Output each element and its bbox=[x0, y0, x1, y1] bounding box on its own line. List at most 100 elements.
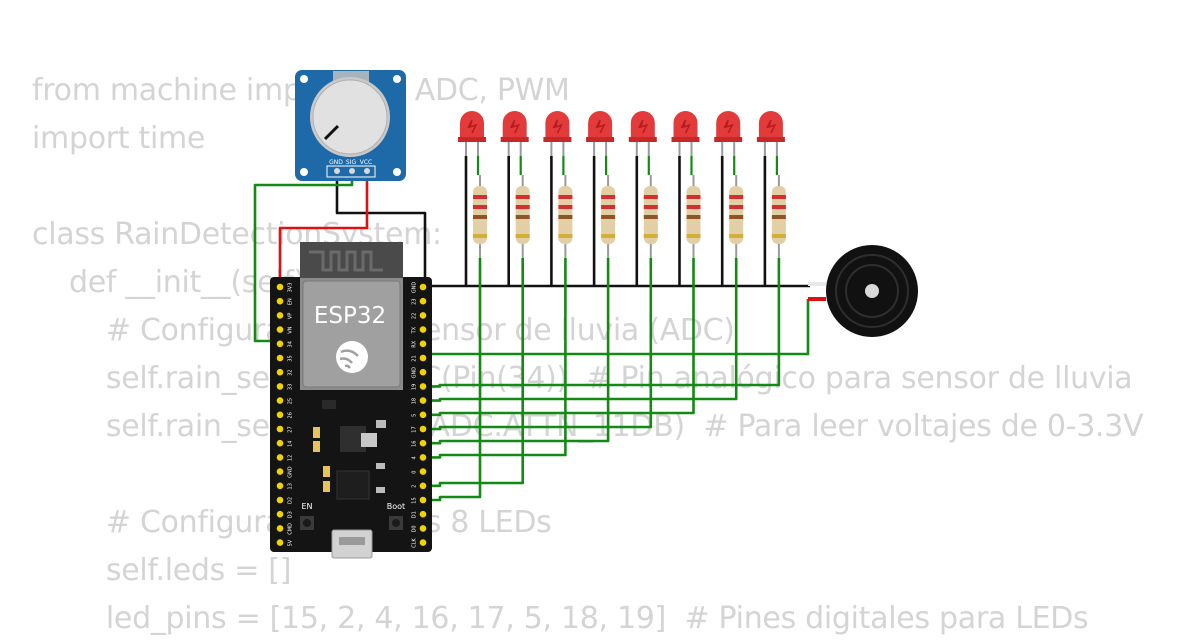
pin-21[interactable] bbox=[419, 354, 427, 362]
resistor[interactable] bbox=[643, 175, 658, 258]
pot-pin-label: GND bbox=[329, 159, 343, 166]
led-glint bbox=[467, 119, 478, 134]
pin-2[interactable] bbox=[419, 482, 427, 490]
resistor[interactable] bbox=[686, 175, 701, 258]
led[interactable] bbox=[458, 111, 486, 156]
buzzer[interactable] bbox=[808, 245, 918, 337]
resistor[interactable] bbox=[473, 175, 487, 258]
wire-buzzer-signal[interactable] bbox=[423, 299, 810, 356]
resistor-band bbox=[643, 195, 658, 199]
pin-GND[interactable] bbox=[419, 283, 427, 291]
pin-25[interactable] bbox=[276, 397, 284, 404]
mount-hole bbox=[300, 168, 308, 176]
wire-led-signal[interactable] bbox=[423, 258, 610, 445]
pin-23[interactable] bbox=[419, 297, 427, 305]
pin-27[interactable] bbox=[276, 425, 284, 433]
wire-led-signal[interactable] bbox=[423, 258, 567, 459]
pin-D1[interactable] bbox=[419, 510, 427, 518]
wire-led-signal[interactable] bbox=[423, 258, 781, 388]
pin-5[interactable] bbox=[419, 411, 427, 419]
resistor[interactable] bbox=[558, 175, 573, 258]
wire-led-signal[interactable] bbox=[423, 258, 738, 402]
led-glint bbox=[766, 119, 777, 134]
led[interactable] bbox=[756, 111, 785, 156]
esp32-label: ESP32 bbox=[314, 303, 386, 329]
potentiometer-knob[interactable] bbox=[312, 79, 388, 155]
pin-34[interactable] bbox=[276, 340, 284, 348]
led[interactable] bbox=[628, 111, 657, 156]
espressif-logo bbox=[336, 341, 368, 373]
pin-32[interactable] bbox=[276, 368, 284, 376]
wire-pot-vcc[interactable] bbox=[278, 171, 369, 287]
resistor-band bbox=[643, 205, 658, 209]
led[interactable] bbox=[543, 111, 572, 156]
resistor[interactable] bbox=[601, 175, 616, 258]
esp32-board[interactable]: ESP32 EN Boot 3V3ENVPVN34353233252627141… bbox=[270, 242, 432, 559]
pot-pin[interactable] bbox=[349, 168, 355, 174]
pin-13[interactable] bbox=[276, 482, 284, 490]
potentiometer-module[interactable]: GND SIG VCC bbox=[295, 70, 406, 181]
pin-VP[interactable] bbox=[276, 312, 284, 319]
pin-label: 35 bbox=[288, 355, 294, 361]
led[interactable] bbox=[671, 111, 700, 156]
resistor-band bbox=[686, 195, 701, 199]
pin-D2[interactable] bbox=[276, 496, 284, 504]
wire-led-signal[interactable] bbox=[423, 258, 653, 431]
pin-18[interactable] bbox=[419, 397, 427, 404]
pin-GND[interactable] bbox=[419, 368, 427, 376]
led[interactable] bbox=[714, 111, 743, 156]
pin-TX[interactable] bbox=[419, 326, 427, 333]
pin-12[interactable] bbox=[276, 454, 284, 461]
resistor-band bbox=[771, 205, 786, 209]
pin-CLK[interactable] bbox=[419, 539, 427, 546]
pin-D3[interactable] bbox=[276, 510, 284, 518]
led-glint bbox=[510, 119, 521, 134]
pin-label: CMD bbox=[288, 523, 294, 535]
pin-label: 17 bbox=[412, 426, 418, 432]
pin-RX[interactable] bbox=[419, 340, 427, 348]
wire-led-signal[interactable] bbox=[423, 258, 695, 417]
resistor[interactable] bbox=[515, 175, 530, 258]
pin-4[interactable] bbox=[419, 454, 427, 461]
resistor[interactable] bbox=[729, 175, 744, 258]
pin-EN[interactable] bbox=[276, 297, 284, 305]
mount-hole bbox=[300, 75, 308, 83]
pin-22[interactable] bbox=[419, 312, 427, 319]
smd-part bbox=[376, 463, 385, 469]
espressif-logo-mark bbox=[339, 349, 359, 369]
pot-pin-label: SIG bbox=[346, 159, 357, 166]
resistor[interactable] bbox=[771, 175, 786, 258]
resistor-band bbox=[601, 205, 616, 209]
esp32-module-can bbox=[302, 280, 401, 388]
usb-opening bbox=[339, 537, 365, 545]
pin-VN[interactable] bbox=[276, 326, 284, 333]
led-body bbox=[588, 111, 613, 140]
pin-19[interactable] bbox=[419, 383, 427, 390]
wire-led-signal[interactable] bbox=[423, 258, 525, 488]
wire-led-signal[interactable] bbox=[423, 258, 482, 502]
pin-14[interactable] bbox=[276, 439, 284, 447]
pot-pin[interactable] bbox=[334, 168, 340, 174]
led[interactable] bbox=[500, 111, 529, 156]
pin-33[interactable] bbox=[276, 383, 284, 390]
pin-label: 23 bbox=[412, 299, 418, 305]
pin-3V3[interactable] bbox=[276, 283, 284, 291]
pin-label: 32 bbox=[288, 370, 294, 376]
pin-5V[interactable] bbox=[276, 539, 284, 546]
pin-17[interactable] bbox=[419, 425, 427, 433]
pot-pin[interactable] bbox=[364, 168, 370, 174]
pin-GND[interactable] bbox=[276, 468, 284, 475]
pin-15[interactable] bbox=[419, 496, 427, 504]
wire-pot-gnd[interactable] bbox=[335, 171, 427, 287]
pin-26[interactable] bbox=[276, 411, 284, 419]
led[interactable] bbox=[586, 111, 615, 156]
resistor-band bbox=[601, 215, 616, 219]
pin-0[interactable] bbox=[419, 468, 427, 475]
pin-label: VP bbox=[288, 313, 294, 319]
pin-35[interactable] bbox=[276, 354, 284, 362]
resistor-band bbox=[686, 205, 701, 209]
pin-CMD[interactable] bbox=[276, 525, 284, 532]
pin-D0[interactable] bbox=[419, 525, 427, 532]
led-flange bbox=[543, 137, 572, 142]
pin-16[interactable] bbox=[419, 439, 427, 447]
